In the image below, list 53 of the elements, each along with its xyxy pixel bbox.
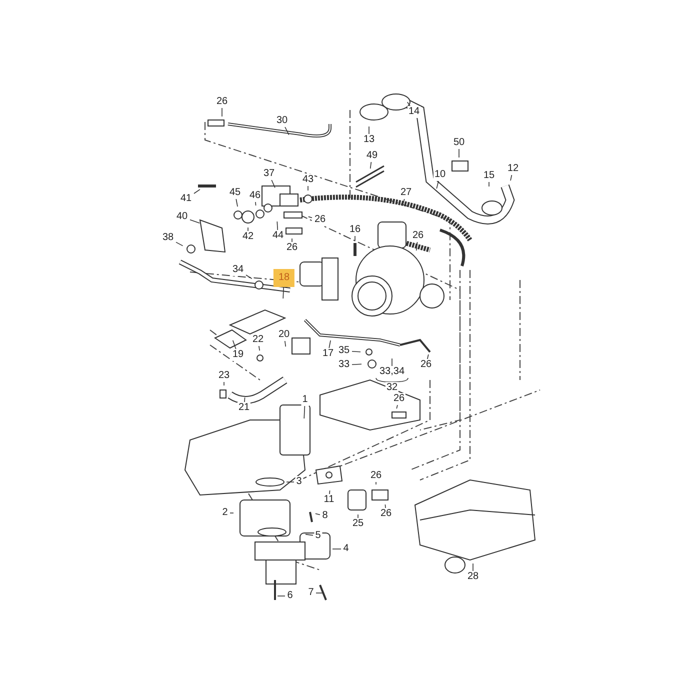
leader-line — [271, 180, 276, 188]
leader-line — [282, 286, 284, 299]
leader-line — [255, 202, 256, 206]
callout-number: 22 — [251, 334, 265, 346]
leader-line — [246, 274, 252, 280]
leader-line — [194, 189, 200, 194]
leader-line — [176, 242, 184, 246]
callout-number: 33,34 — [378, 366, 406, 378]
leader-line — [370, 162, 372, 169]
callout-number: 14 — [407, 106, 421, 118]
callout-number: 18 — [273, 269, 295, 287]
leader-line — [332, 548, 342, 550]
leader-line — [416, 242, 418, 251]
leader-line — [354, 236, 356, 241]
callout-number: 30 — [275, 115, 289, 127]
leader-line — [315, 513, 320, 516]
leader-line — [458, 148, 460, 158]
callout-number: 1 — [301, 394, 309, 406]
leader-line — [384, 504, 386, 508]
leader-line — [472, 563, 474, 572]
leader-line — [305, 534, 314, 536]
leader-line — [244, 397, 246, 402]
callout-number: 19 — [231, 349, 245, 361]
leader-line — [427, 354, 429, 360]
leader-line — [328, 340, 331, 348]
leader-line — [284, 126, 290, 136]
callout-number: 12 — [506, 163, 520, 175]
callout-number: 32 — [385, 382, 399, 394]
leader-line — [190, 219, 200, 224]
leader-line — [316, 592, 324, 594]
callout-number: 10 — [433, 169, 447, 181]
leader-line — [308, 216, 312, 218]
leader-line — [329, 490, 330, 494]
callout-number: 37 — [262, 168, 276, 180]
leader-line — [402, 198, 405, 206]
callout-number: 26 — [392, 393, 406, 405]
callout-number: 26 — [313, 214, 327, 226]
leader-line — [236, 198, 238, 207]
leader-line — [406, 102, 410, 106]
leader-line — [352, 351, 361, 352]
leader-line — [276, 221, 278, 230]
callout-number: 45 — [228, 187, 242, 199]
leader-line — [230, 512, 234, 514]
leader-line — [304, 406, 306, 419]
leader-line — [368, 126, 370, 134]
leader-line — [488, 182, 490, 187]
leader-line — [510, 174, 512, 181]
callout-number: 27 — [399, 187, 413, 199]
leader-line — [232, 340, 236, 350]
callout-number: 34 — [231, 264, 245, 276]
leader-line — [352, 364, 362, 365]
leader-line — [258, 346, 260, 351]
leader-line — [284, 340, 286, 347]
